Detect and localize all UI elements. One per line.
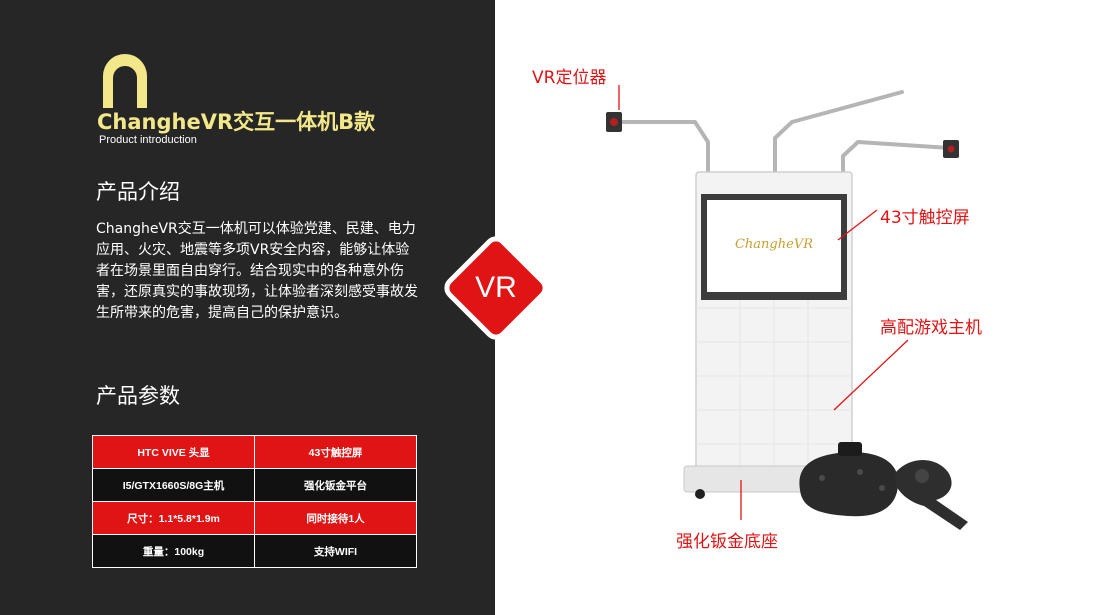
- spec-cell: 同时接待1人: [254, 501, 417, 535]
- table-row: 重量：100kg 支持WIFI: [92, 534, 417, 568]
- spec-cell: I5/GTX1660S/8G主机: [92, 468, 255, 502]
- callout-locator: VR定位器: [532, 68, 607, 88]
- controller-icon: [894, 460, 968, 530]
- spec-cell: HTC VIVE 头显: [92, 435, 255, 469]
- spec-table: HTC VIVE 头显 43寸触控屏 I5/GTX1660S/8G主机 强化钣金…: [92, 435, 417, 568]
- table-row: 尺寸：1.1*5.8*1.9m 同时接待1人: [92, 501, 417, 535]
- brand-logo-icon: [103, 54, 147, 108]
- vr-badge-label: VR: [475, 271, 517, 304]
- callout-base: 强化钣金底座: [676, 532, 778, 552]
- intro-text: ChangheVR交互一体机可以体验党建、民建、电力应用、火灾、地震等多项VR安…: [96, 221, 418, 321]
- table-row: I5/GTX1660S/8G主机 强化钣金平台: [92, 468, 417, 502]
- page-subtitle: Product introduction: [99, 134, 197, 146]
- spec-cell: 43寸触控屏: [254, 435, 417, 469]
- product-image: ChangheVR: [606, 90, 968, 530]
- callout-host: 高配游戏主机: [880, 318, 982, 338]
- vr-locator-icon: [606, 112, 622, 132]
- spec-cell: 强化钣金平台: [254, 468, 417, 502]
- intro-heading: 产品介绍: [96, 180, 180, 204]
- page-title: ChangheVR交互一体机B款: [97, 110, 376, 134]
- spec-cell: 尺寸：1.1*5.8*1.9m: [92, 501, 255, 535]
- left-panel: ChangheVR交互一体机B款 Product introduction 产品…: [0, 0, 495, 615]
- spec-cell: 重量：100kg: [92, 534, 255, 568]
- screen-logo: ChangheVR: [735, 237, 813, 252]
- callout-touchscreen: 43寸触控屏: [880, 208, 970, 228]
- table-row: HTC VIVE 头显 43寸触控屏: [92, 435, 417, 469]
- spec-cell: 支持WIFI: [254, 534, 417, 568]
- params-heading: 产品参数: [96, 384, 180, 408]
- headset-icon: [799, 442, 899, 517]
